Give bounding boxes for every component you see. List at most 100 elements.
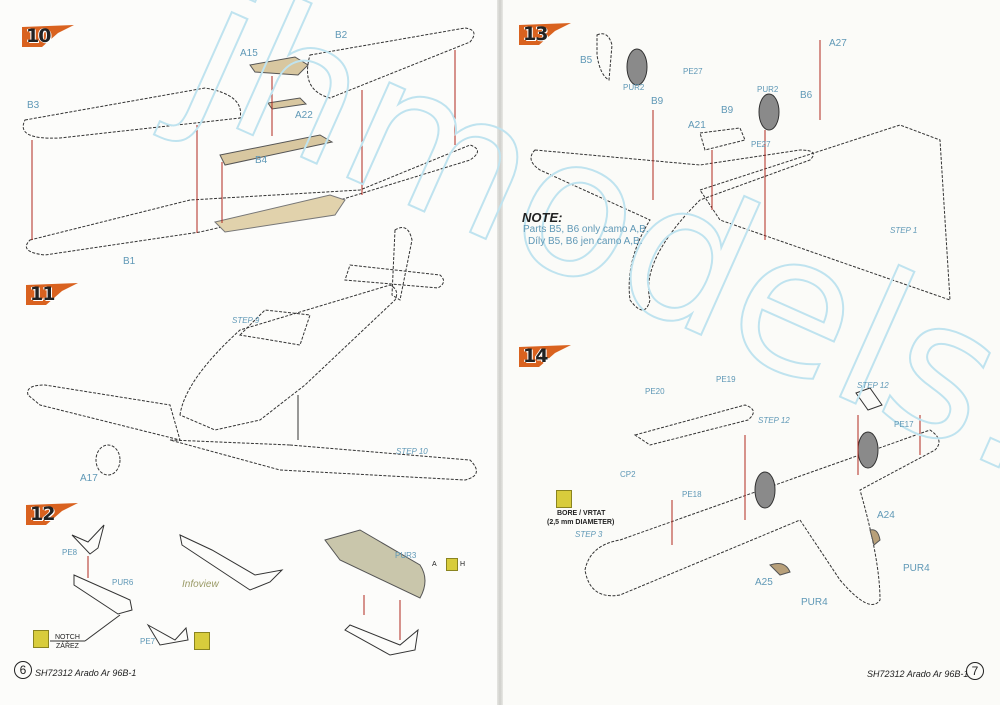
part-label-a27: A27 [829, 38, 847, 49]
part-label-pur4-right: PUR4 [903, 563, 930, 574]
step10-parts [214, 56, 346, 233]
step13-drawing [530, 33, 951, 311]
part-label-pe27-bottom: PE27 [751, 140, 771, 149]
part-label-b9-left: B9 [651, 96, 664, 107]
step-ref-12b: STEP 12 [758, 416, 790, 425]
part-pur6 [73, 574, 133, 615]
step-ref-9: STEP 9 [232, 316, 260, 325]
drill-note-line1: BORE / VRTAT [557, 510, 606, 517]
part-label-pur6: PUR6 [112, 578, 134, 587]
notch-warning-icon [33, 630, 49, 648]
drill-warning-icon [556, 490, 572, 508]
tailplane [633, 404, 754, 446]
callout-h: H [460, 561, 466, 568]
wheel-left [626, 48, 648, 86]
part-label-b5: B5 [580, 55, 593, 66]
page-number-left: 6 [14, 661, 32, 679]
part-b5 [596, 33, 613, 81]
part-label-pe7: PE7 [140, 637, 156, 646]
step12-drawing [71, 524, 419, 656]
drill-note-line2: (2,5 mm DIAMETER) [547, 519, 615, 526]
step-marker-10: 10 [22, 25, 74, 47]
part-pe8 [71, 524, 105, 555]
note-line-cz: Díly B5, B6 jen camo A,B. [528, 236, 643, 247]
part-pur3 [324, 529, 426, 599]
page-number-right: 7 [966, 662, 984, 680]
callout-paint-icon [446, 558, 458, 571]
tail-plane [344, 264, 444, 289]
wing-b2 [307, 27, 475, 99]
part-label-a22: A22 [295, 110, 313, 121]
part-label-pe19: PE19 [716, 375, 736, 384]
step11-drawing [27, 227, 477, 481]
step-ref-10: STEP 10 [396, 447, 428, 456]
step-marker-13: 13 [519, 23, 571, 45]
step-ref-1: STEP 1 [890, 226, 918, 235]
part-a25 [769, 563, 791, 576]
part-label-b9-right: B9 [721, 105, 734, 116]
part-b4 [219, 134, 334, 166]
part-label-pur3: PUR3 [395, 551, 417, 560]
step10-arrows [31, 50, 456, 240]
footer-right: SH72312 Arado Ar 96B-1 [867, 669, 969, 679]
part-label-b6: B6 [800, 90, 813, 101]
bomb-rack [344, 624, 419, 656]
part-label-a15: A15 [240, 48, 258, 59]
step-marker-11: 11 [26, 283, 78, 305]
wing-b3 [22, 87, 242, 139]
part-floor [214, 194, 346, 233]
notch-label-cz: ZÁŘEZ [56, 643, 79, 650]
airframe-wing [699, 124, 951, 301]
wheel-right [758, 93, 780, 131]
left-wing [27, 384, 181, 441]
canopy [238, 309, 311, 346]
part-step12-ref [855, 387, 883, 411]
part-label-b3: B3 [27, 100, 40, 111]
part-label-pe8: PE8 [62, 548, 78, 557]
part-a24 [869, 529, 881, 546]
step14-drawing [584, 404, 940, 605]
part-label-pe17: PE17 [894, 420, 914, 429]
part-label-b4: B4 [255, 155, 268, 166]
callout-a: A [432, 561, 437, 568]
part-label-pe20: PE20 [645, 387, 665, 396]
part-label-pur2-left: PUR2 [623, 83, 645, 92]
flip-icon [194, 632, 210, 650]
wheel-14b [857, 431, 879, 469]
note-title: NOTE: [522, 210, 563, 225]
step10-drawing [22, 27, 478, 256]
part-a15 [249, 56, 309, 76]
step-ref-12a: STEP 12 [857, 381, 889, 390]
notch-label-en: NOTCH [55, 634, 80, 641]
step-marker-14: 14 [519, 345, 571, 367]
part-label-a24: A24 [877, 510, 895, 521]
part-label-cp2: CP2 [620, 470, 636, 479]
part-label-b1: B1 [123, 256, 136, 267]
part-label-a25: A25 [755, 577, 773, 588]
step-marker-12: 12 [26, 503, 78, 525]
footer-left: SH72312 Arado Ar 96B-1 [35, 668, 137, 678]
part-label-a21: A21 [688, 120, 706, 131]
note-line-en: Parts B5, B6 only camo A,B. [523, 224, 649, 235]
fuselage [179, 284, 398, 431]
part-label-pe27-top: PE27 [683, 67, 703, 76]
part-pe7 [146, 623, 189, 646]
part-a21 [699, 127, 746, 151]
part-label-a17: A17 [80, 473, 98, 484]
infoview-part [179, 534, 284, 591]
part-label-b2: B2 [335, 30, 348, 41]
right-page [501, 0, 1000, 705]
right-wing [169, 439, 477, 481]
part-label-pur4-bottom: PUR4 [801, 597, 828, 608]
tail-fin [391, 227, 413, 301]
part-label-pe18: PE18 [682, 490, 702, 499]
part-a22 [267, 97, 308, 110]
part-label-pur2-right: PUR2 [757, 85, 779, 94]
lower-wing-b1 [25, 144, 478, 256]
part-a17 [95, 444, 121, 476]
infoview-label: Infoview [182, 579, 219, 590]
page-gutter [497, 0, 503, 705]
step-ref-3: STEP 3 [575, 530, 603, 539]
airframe-upper [530, 149, 814, 311]
